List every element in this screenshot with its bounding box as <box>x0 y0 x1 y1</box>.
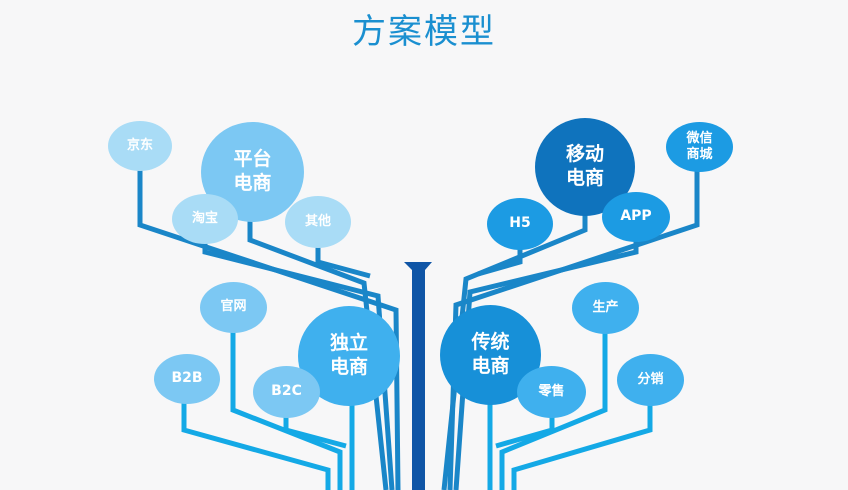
leaf-production-label: 生产 <box>592 299 619 315</box>
leaf-official-site-label: 官网 <box>220 299 247 315</box>
leaf-other-label: 其他 <box>304 213 331 229</box>
hub-platform-label: 平台 电商 <box>233 148 272 194</box>
leaf-b2c: B2C <box>253 366 320 418</box>
leaf-distribution: 分销 <box>617 354 684 406</box>
leaf-wechat-mall: 微信 商城 <box>666 122 733 172</box>
leaf-retail: 零售 <box>517 366 586 418</box>
branch-b2c <box>283 414 347 449</box>
leaf-b2b-label: B2B <box>171 370 203 387</box>
leaf-distribution-label: 分销 <box>637 371 664 387</box>
branch-retail <box>495 414 555 449</box>
leaf-official-site: 官网 <box>200 282 267 333</box>
trunk <box>404 262 432 490</box>
hub-mobile-label: 移动 电商 <box>565 143 604 189</box>
leaf-jingdong: 京东 <box>108 121 172 171</box>
leaf-app: APP <box>602 192 670 242</box>
leaf-b2b: B2B <box>154 354 220 404</box>
traditional-branches <box>487 330 653 490</box>
page-title: 方案模型 <box>352 12 496 52</box>
leaf-retail-label: 零售 <box>538 383 565 399</box>
hub-independent-label: 独立 电商 <box>329 332 368 378</box>
branch-b2b <box>181 398 331 490</box>
branch-distribution <box>511 398 653 490</box>
branch-taobao <box>202 238 395 490</box>
leaf-h5-label: H5 <box>509 215 531 232</box>
leaf-other: 其他 <box>285 196 351 248</box>
leaf-taobao-label: 淘宝 <box>191 210 218 226</box>
hub-traditional-label: 传统 电商 <box>471 331 510 377</box>
leaf-h5: H5 <box>487 198 553 250</box>
leaf-production: 生产 <box>572 282 639 334</box>
leaf-jingdong-label: 京东 <box>126 137 153 153</box>
leaf-taobao: 淘宝 <box>172 194 238 244</box>
branch-h5 <box>477 246 523 277</box>
hub-platform-ecommerce: 平台 电商 <box>201 122 304 222</box>
leaf-wechat-mall-label: 微信 商城 <box>686 130 713 162</box>
leaf-app-label: APP <box>620 208 652 225</box>
leaf-b2c-label: B2C <box>271 383 302 400</box>
